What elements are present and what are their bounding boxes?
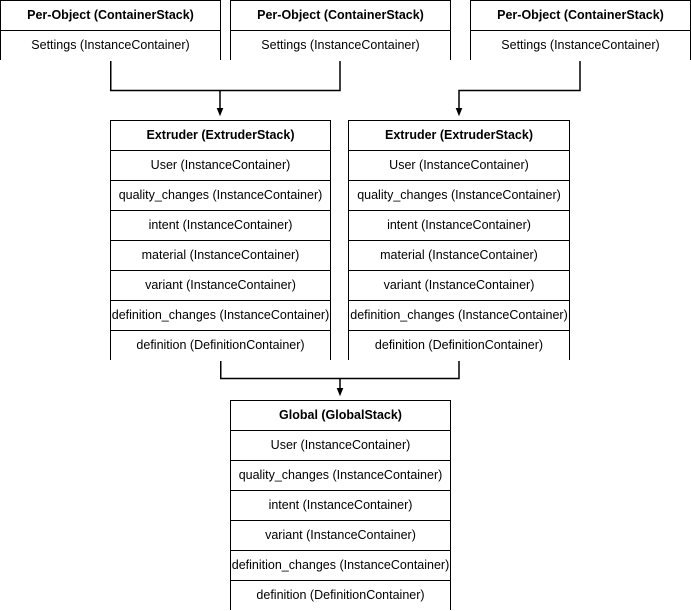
node-global-row-intent: intent (InstanceContainer) [231,491,450,521]
node-extruder-2-row-user: User (InstanceContainer) [349,151,569,181]
node-extruder-1-row-quality-changes: quality_changes (InstanceContainer) [111,181,330,211]
node-extruder-1-row-variant: variant (InstanceContainer) [111,271,330,301]
node-per-object-1-row-settings: Settings (InstanceContainer) [1,31,220,61]
node-extruder-2-row-definition-changes: definition_changes (InstanceContainer) [349,301,569,331]
node-global-row-quality-changes: quality_changes (InstanceContainer) [231,461,450,491]
node-extruder-2-header: Extruder (ExtruderStack) [349,121,569,151]
node-extruder-1-row-material: material (InstanceContainer) [111,241,330,271]
node-per-object-2-header: Per-Object (ContainerStack) [231,1,450,31]
edge-extruder-1-to-global [220,360,340,380]
node-global[interactable]: Global (GlobalStack) User (InstanceConta… [230,400,451,611]
node-global-row-user: User (InstanceContainer) [231,431,450,461]
node-extruder-2[interactable]: Extruder (ExtruderStack) User (InstanceC… [348,120,570,361]
node-per-object-2-row-settings: Settings (InstanceContainer) [231,31,450,61]
node-global-header: Global (GlobalStack) [231,401,450,431]
node-extruder-1-header: Extruder (ExtruderStack) [111,121,330,151]
edge-per-object-2-to-extruder-1 [220,60,341,92]
node-extruder-2-row-material: material (InstanceContainer) [349,241,569,271]
node-extruder-1-row-user: User (InstanceContainer) [111,151,330,181]
node-per-object-3-row-settings: Settings (InstanceContainer) [471,31,690,61]
node-extruder-1-row-definition: definition (DefinitionContainer) [111,331,330,361]
edge-per-object-3-to-extruder-2 [455,60,581,117]
node-extruder-1-row-intent: intent (InstanceContainer) [111,211,330,241]
node-global-row-variant: variant (InstanceContainer) [231,521,450,551]
node-extruder-2-row-variant: variant (InstanceContainer) [349,271,569,301]
edge-extruder-2-to-global [340,360,460,380]
node-per-object-2[interactable]: Per-Object (ContainerStack) Settings (In… [230,0,451,61]
node-per-object-3[interactable]: Per-Object (ContainerStack) Settings (In… [470,0,691,61]
node-per-object-3-header: Per-Object (ContainerStack) [471,1,690,31]
node-extruder-2-row-intent: intent (InstanceContainer) [349,211,569,241]
node-global-row-definition: definition (DefinitionContainer) [231,581,450,611]
node-global-row-definition-changes: definition_changes (InstanceContainer) [231,551,450,581]
node-extruder-2-row-definition: definition (DefinitionContainer) [349,331,569,361]
node-per-object-1-header: Per-Object (ContainerStack) [1,1,220,31]
node-extruder-1-row-definition-changes: definition_changes (InstanceContainer) [111,301,330,331]
node-per-object-1[interactable]: Per-Object (ContainerStack) Settings (In… [0,0,221,61]
node-extruder-2-row-quality-changes: quality_changes (InstanceContainer) [349,181,569,211]
edge-per-object-1-to-extruder-1 [110,60,220,92]
node-extruder-1[interactable]: Extruder (ExtruderStack) User (InstanceC… [110,120,331,361]
